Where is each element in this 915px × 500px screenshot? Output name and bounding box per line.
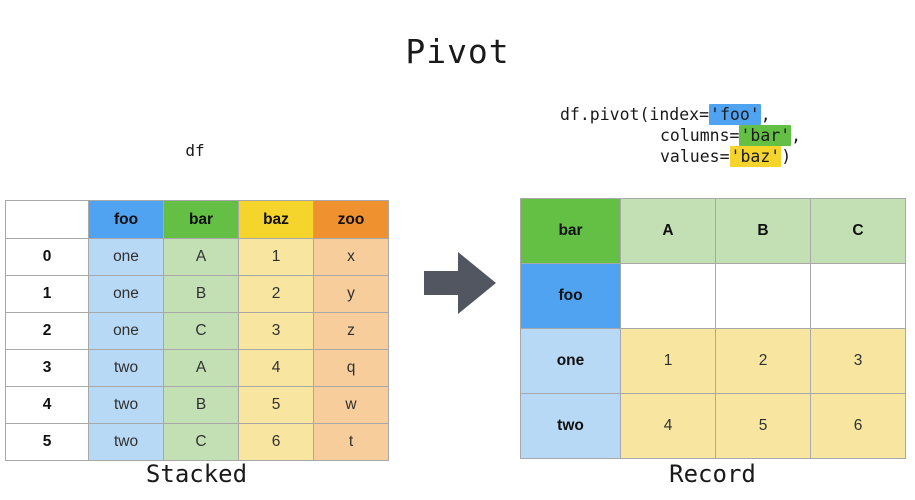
code-snippet: df.pivot(index='foo',columns='bar',value…	[560, 104, 801, 167]
stacked-table-caption: Stacked	[145, 460, 248, 488]
value-cell: 4	[620, 393, 716, 459]
value-cell: 1	[620, 328, 716, 394]
header-cell-blank	[5, 200, 89, 239]
cell-bar: C	[163, 312, 239, 350]
table-row: 4 two B 5 w	[5, 386, 389, 424]
cell-zoo: t	[313, 423, 389, 461]
value-cell: 2	[715, 328, 811, 394]
cell-foo: one	[88, 238, 164, 276]
table-row: 3 two A 4 q	[5, 349, 389, 387]
header-cell-bar: bar	[163, 200, 239, 239]
column-axis-label-bar: bar	[520, 198, 621, 264]
cell-foo: one	[88, 312, 164, 350]
cell-foo: two	[88, 349, 164, 387]
column-header-b: B	[715, 198, 811, 264]
table-row: 0 one A 1 x	[5, 238, 389, 276]
row-axis-label-foo: foo	[520, 263, 621, 329]
code-highlight-bar: 'bar'	[739, 125, 792, 146]
cell-baz: 1	[238, 238, 314, 276]
row-index: 0	[5, 238, 89, 276]
cell-zoo: w	[313, 386, 389, 424]
cell-foo: one	[88, 275, 164, 313]
dataframe-caption: df	[185, 141, 205, 160]
row-index: 3	[5, 349, 89, 387]
code-line-columns: columns='bar',	[560, 125, 801, 146]
code-text-prefix: columns=	[660, 126, 740, 145]
cell-zoo: q	[313, 349, 389, 387]
record-column-header-row: bar A B C	[520, 198, 906, 264]
code-text-suffix: ,	[760, 105, 771, 124]
code-line-index: df.pivot(index='foo',	[560, 104, 801, 125]
row-index: two	[520, 393, 621, 459]
header-cell-baz: baz	[238, 200, 314, 239]
cell-bar: B	[163, 275, 239, 313]
cell-bar: B	[163, 386, 239, 424]
code-highlight-foo: 'foo'	[709, 104, 761, 125]
code-text-prefix: df.pivot(index=	[560, 105, 710, 124]
spacer-cell	[715, 263, 811, 329]
cell-foo: two	[88, 423, 164, 461]
page-title: Pivot	[405, 32, 510, 71]
value-cell: 5	[715, 393, 811, 459]
code-line-values: values='baz')	[560, 146, 801, 167]
row-index: one	[520, 328, 621, 394]
cell-baz: 5	[238, 386, 314, 424]
cell-zoo: y	[313, 275, 389, 313]
column-header-c: C	[810, 198, 906, 264]
cell-foo: two	[88, 386, 164, 424]
column-header-a: A	[620, 198, 716, 264]
cell-bar: C	[163, 423, 239, 461]
spacer-cell	[810, 263, 906, 329]
row-index: 1	[5, 275, 89, 313]
stacked-table: foo bar baz zoo 0 one A 1 x 1 one B 2 y …	[5, 200, 389, 461]
record-index-header-row: foo	[520, 263, 906, 329]
cell-baz: 2	[238, 275, 314, 313]
record-table: bar A B C foo one 1 2 3 two 4 5 6	[520, 198, 906, 459]
code-text-prefix: values=	[660, 147, 730, 166]
row-index: 4	[5, 386, 89, 424]
cell-bar: A	[163, 238, 239, 276]
table-row: one 1 2 3	[520, 328, 906, 394]
table-row: two 4 5 6	[520, 393, 906, 459]
spacer-cell	[620, 263, 716, 329]
table-row: 1 one B 2 y	[5, 275, 389, 313]
record-table-caption: Record	[669, 460, 756, 488]
table-row: 2 one C 3 z	[5, 312, 389, 350]
cell-bar: A	[163, 349, 239, 387]
code-text-suffix: ,	[791, 126, 802, 145]
value-cell: 3	[810, 328, 906, 394]
code-highlight-baz: 'baz'	[729, 146, 782, 167]
header-cell-zoo: zoo	[313, 200, 389, 239]
cell-zoo: x	[313, 238, 389, 276]
arrow-right-icon	[424, 252, 496, 314]
value-cell: 6	[810, 393, 906, 459]
cell-zoo: z	[313, 312, 389, 350]
code-text-suffix: )	[781, 147, 792, 166]
cell-baz: 3	[238, 312, 314, 350]
cell-baz: 6	[238, 423, 314, 461]
table-header-row: foo bar baz zoo	[5, 200, 389, 239]
row-index: 5	[5, 423, 89, 461]
row-index: 2	[5, 312, 89, 350]
cell-baz: 4	[238, 349, 314, 387]
header-cell-foo: foo	[88, 200, 164, 239]
table-row: 5 two C 6 t	[5, 423, 389, 461]
